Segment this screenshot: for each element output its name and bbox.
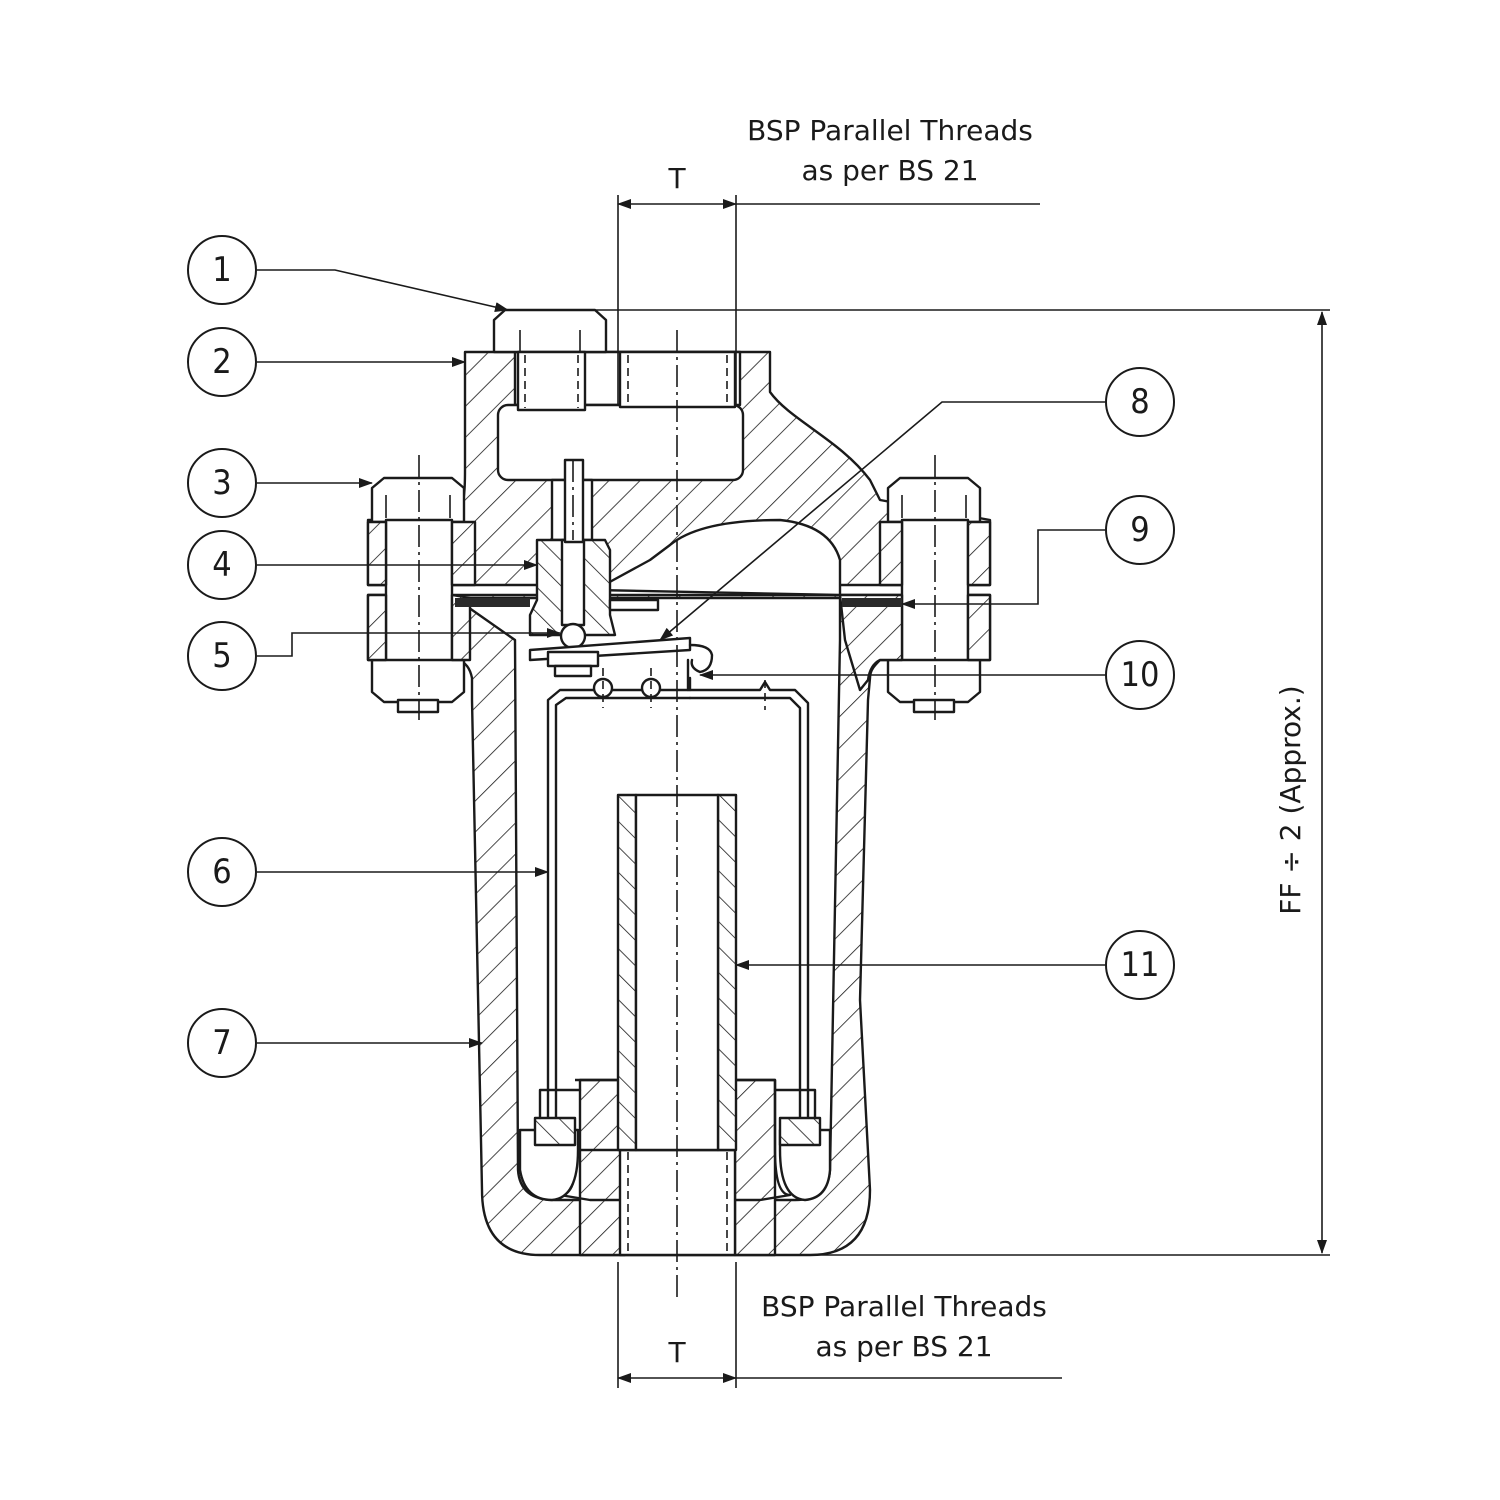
balloon-9: 9 — [1105, 495, 1175, 565]
svg-text:7: 7 — [212, 1023, 231, 1063]
balloon-2: 2 — [187, 327, 257, 397]
flange-overlay — [366, 520, 992, 692]
balloon-1: 1 — [187, 235, 257, 305]
bottom-note-line2: as per BS 21 — [815, 1330, 992, 1363]
svg-text:1: 1 — [212, 250, 231, 290]
valve-lever — [528, 598, 714, 692]
top-note-line1: BSP Parallel Threads — [747, 114, 1033, 147]
thread-dimension-bottom: T — [617, 1262, 1062, 1388]
height-dimension: FF ÷ 2 (Approx.) — [510, 309, 1330, 1256]
balloon-5: 5 — [187, 621, 257, 691]
svg-text:3: 3 — [212, 463, 231, 503]
balloon-7: 7 — [187, 1008, 257, 1078]
top-plug — [492, 308, 608, 412]
svg-text:11: 11 — [1121, 945, 1160, 985]
bottom-note-line1: BSP Parallel Threads — [761, 1290, 1047, 1323]
balloon-4: 4 — [187, 530, 257, 600]
thread-dim-label-bottom: T — [667, 1336, 686, 1369]
svg-text:8: 8 — [1130, 382, 1149, 422]
thread-dim-label-top: T — [667, 162, 686, 195]
top-note-line2: as per BS 21 — [801, 154, 978, 187]
svg-text:9: 9 — [1130, 510, 1149, 550]
valve-seat — [528, 458, 617, 637]
centerlines — [418, 330, 936, 1300]
thread-dimension-top: T — [617, 162, 1040, 405]
balloon-10: 10 — [1105, 640, 1175, 710]
balloon-6: 6 — [187, 837, 257, 907]
svg-text:2: 2 — [212, 342, 231, 382]
bucket — [533, 668, 822, 1147]
svg-text:6: 6 — [212, 852, 231, 892]
balloon-8: 8 — [1105, 367, 1175, 437]
svg-text:5: 5 — [212, 636, 231, 676]
balloon-3: 3 — [187, 448, 257, 518]
height-dim-label: FF ÷ 2 (Approx.) — [1274, 685, 1307, 914]
cavity-bottom — [518, 1128, 832, 1202]
svg-text:10: 10 — [1121, 655, 1160, 695]
bottom-thread-note: BSP Parallel Threads as per BS 21 — [761, 1290, 1047, 1363]
svg-text:4: 4 — [212, 545, 231, 585]
balloon-11: 11 — [1105, 930, 1175, 1000]
leader-lines — [257, 269, 1105, 1048]
top-thread-note: BSP Parallel Threads as per BS 21 — [747, 114, 1033, 187]
gasket — [455, 598, 902, 607]
